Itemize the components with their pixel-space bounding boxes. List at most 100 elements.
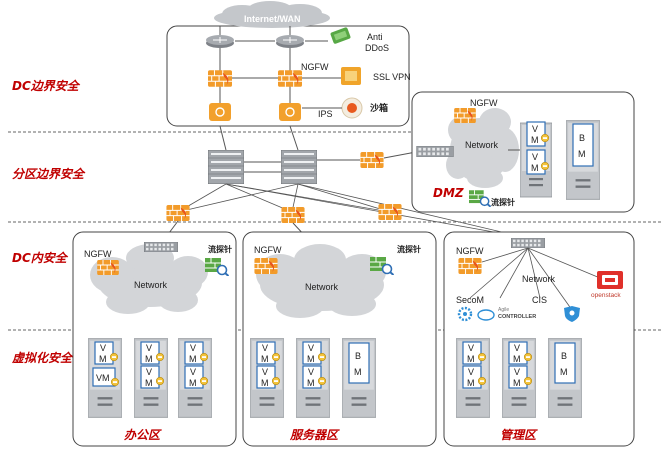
server-vm-letter: V [262,367,268,377]
office-server-1: V M VM [88,338,122,418]
office-vm-letter: V [190,343,196,353]
server-vm-letter: V [262,343,268,353]
dmz-switch [416,146,454,157]
openstack-label: openstack [591,292,621,299]
office-switch [143,242,179,252]
mgmt-edge-firewall-icon [378,204,402,220]
mgmt-bm-letter: M [560,367,568,377]
server-vm-letter: M [261,378,269,388]
mgmt-vm-letter: M [467,354,475,364]
mgmt-server-2: V M V M [502,338,536,418]
office-vm-letter: M [189,354,197,364]
server-bm-letter: B [355,351,361,361]
mgmt-vm-letter: V [514,343,520,353]
ssl-vpn-label: SSL VPN [373,72,411,82]
office-zone-label: 办公区 [123,428,162,442]
sandbox-icon [341,97,363,119]
edge-router-right [275,34,305,48]
mgmt-zone-box: NGFW Network SecoM CIS Agile CONTROLLER [443,231,635,447]
mgmt-network-label: Network [522,274,556,284]
server-network-cloud [256,244,386,318]
mgmt-vm-letter: V [468,343,474,353]
core-switch-left [208,150,244,184]
office-vm-letter: V [100,343,106,353]
dmz-box: NGFW Network 流探针 DMZ V M V M B M [411,91,635,213]
server-server-2: V M V M [296,338,330,418]
server-flow-probe-label: 流探针 [397,244,421,254]
server-vm-letter: M [307,378,315,388]
mgmt-switch [510,238,546,248]
office-ngfw-label: NGFW [84,249,112,259]
office-zone-box: NGFW Network 流探针 V M VM V M V M [72,231,237,447]
layer-label-virtualization: 虚拟化安全 [11,351,74,365]
top-ngfw-right-icon [278,70,302,87]
layer-label-zone-boundary: 分区边界安全 [12,167,86,181]
mgmt-secom-label: SecoM [456,295,484,305]
agile-label: Agile [498,307,509,313]
office-vm-letter: M [189,378,197,388]
server-zone-box: NGFW Network 流探针 V M V M V M V M [242,231,437,447]
controller-label: CONTROLLER [498,314,536,320]
server-vm-letter: M [307,354,315,364]
mgmt-vm-letter: V [514,367,520,377]
server-edge-firewall-icon [281,207,305,223]
dmz-vm-letter: V [532,124,538,134]
mgmt-vm-letter: M [513,378,521,388]
dmz-ngfw-label: NGFW [470,98,498,108]
server-network-label: Network [305,282,339,292]
internet-cloud: Internet/WAN [214,1,330,28]
secom-gear-icon [457,306,473,322]
dmz-edge-firewall-icon [360,152,384,168]
mgmt-server-bm: B M [548,338,582,418]
dmz-bm-letter: M [578,149,586,159]
mgmt-vm-letter: M [513,354,521,364]
dmz-server-bm: B M [566,120,600,200]
dc-boundary-box: Internet/WAN Anti DDoS NGFW SSL VPN [166,1,411,127]
anti-ddos-label-2: DDoS [365,43,389,53]
anti-ddos-label-1: Anti [367,32,383,42]
top-ngfw-label: NGFW [301,62,329,72]
server-vm-letter: M [261,354,269,364]
dmz-label: DMZ [433,186,464,200]
openstack-icon [597,271,623,289]
dmz-network-label: Network [465,140,499,150]
ips-left-icon [209,103,231,121]
dmz-vm-letter: V [532,152,538,162]
office-vm-letter: M [145,378,153,388]
layer-label-dc-boundary: DC边界安全 [12,79,81,93]
dmz-flow-probe-label: 流探针 [491,197,515,207]
dmz-server-vm: V M V M [520,121,552,198]
office-flow-probe-label: 流探针 [208,244,232,254]
dmz-bm-letter: B [579,133,585,143]
dmz-network-cloud [446,108,519,188]
office-network-cloud [90,244,208,314]
mgmt-cis-label: CIS [532,295,547,305]
mgmt-server-1: V M V M [456,338,490,418]
office-ngfw-icon [97,260,119,275]
ips-right-icon [279,103,301,121]
internet-label: Internet/WAN [244,14,301,24]
core-switch-right [281,150,317,184]
mgmt-vm-letter: V [468,367,474,377]
server-ngfw-icon [254,258,278,274]
mgmt-vm-letter: M [467,378,475,388]
mgmt-ngfw-icon [458,258,482,274]
server-bm-letter: M [354,367,362,377]
server-server-1: V M V M [250,338,284,418]
office-vm-letter: M [145,354,153,364]
server-server-bm: B M [342,338,376,418]
office-server-3: V M V M [178,338,212,418]
office-vm-letter: VM [96,373,110,383]
office-vm-letter: V [146,367,152,377]
office-vm-letter: M [99,354,107,364]
dmz-vm-letter: M [531,163,539,173]
ssl-vpn-icon [341,67,361,85]
ips-label: IPS [318,109,333,119]
dmz-ngfw-icon [454,108,476,123]
cis-shield-icon [564,306,580,322]
server-zone-label: 服务器区 [289,428,340,442]
dmz-vm-letter: M [531,135,539,145]
office-server-2: V M V M [134,338,168,418]
server-vm-letter: V [308,343,314,353]
